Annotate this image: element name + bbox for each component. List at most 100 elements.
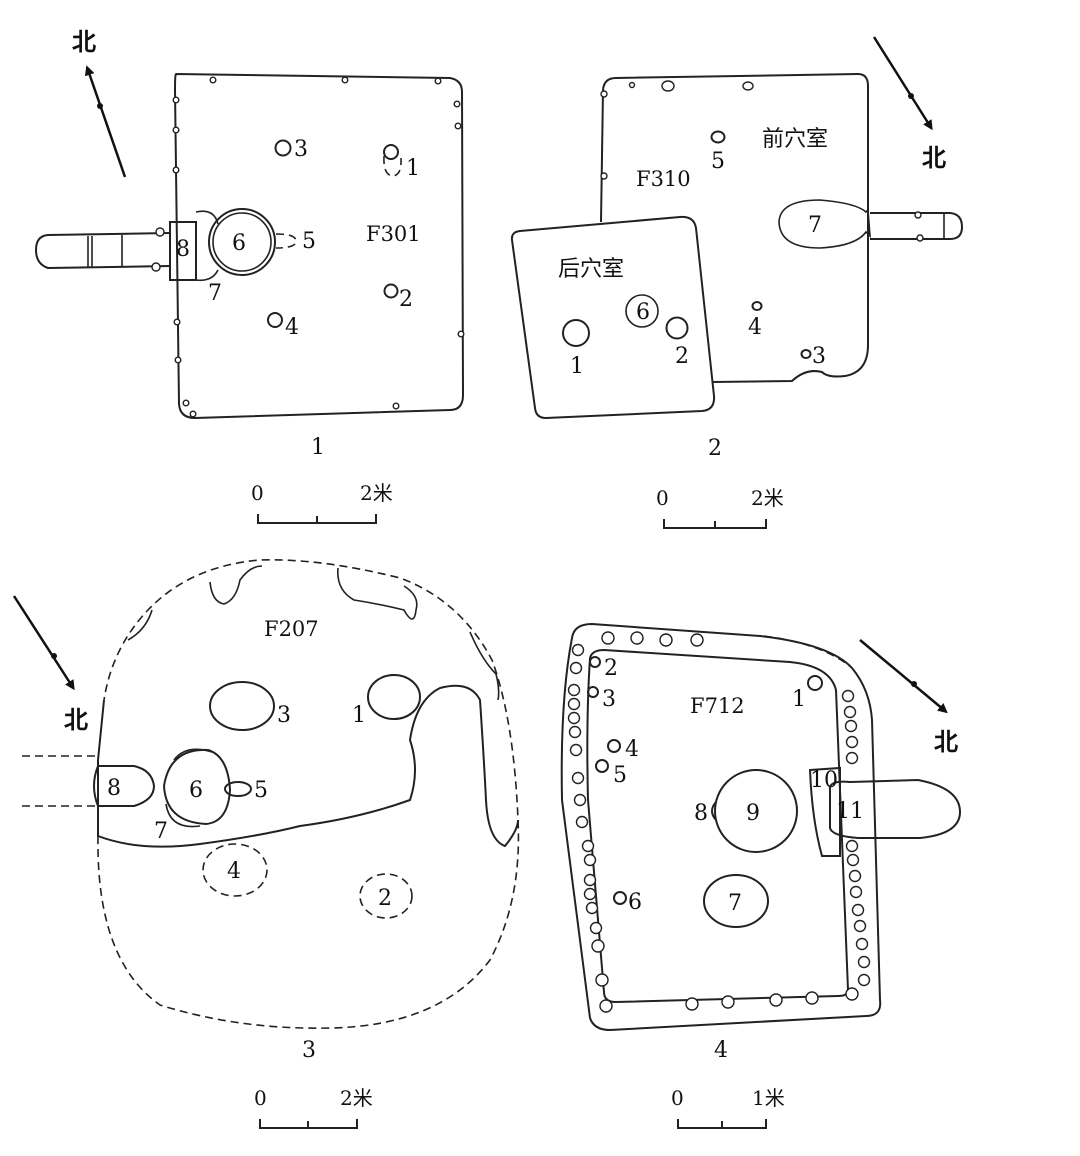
panel-1-f301-plan: 北 bbox=[34, 28, 465, 524]
f301-code: F301 bbox=[366, 222, 421, 246]
f301-feature-7: 7 bbox=[208, 281, 222, 306]
scale-3-zero: 0 bbox=[254, 1086, 267, 1110]
scale-4-end: 1米 bbox=[752, 1086, 785, 1110]
f310-feature-7: 7 bbox=[808, 213, 822, 238]
f207-pit-2 bbox=[359, 873, 413, 919]
f310-feature-2: 2 bbox=[675, 344, 689, 369]
f712-feature-9: 9 bbox=[746, 801, 760, 826]
f310-wall-postholes bbox=[600, 80, 754, 180]
panel-2-f310-plan: 北 前穴室 5 F310 7 后穴室 6 4 1 2 3 2 bbox=[510, 36, 964, 529]
f712-feature-3: 3 bbox=[602, 687, 616, 712]
north-label-4: 北 bbox=[934, 728, 958, 756]
scale-2-end: 2米 bbox=[751, 486, 784, 510]
f207-feature-4: 4 bbox=[227, 859, 241, 884]
panel-3-caption: 3 bbox=[302, 1038, 316, 1063]
f207-pit-5 bbox=[224, 781, 252, 797]
f310-code: F310 bbox=[636, 167, 691, 191]
f712-posthole-1 bbox=[807, 675, 823, 691]
f310-pit-1 bbox=[562, 319, 590, 347]
f207-pit-1 bbox=[367, 674, 421, 720]
f207-wall bbox=[97, 684, 519, 848]
scale-2-zero: 0 bbox=[656, 486, 669, 510]
f207-feature-3: 3 bbox=[277, 703, 291, 728]
f712-feature-8: 8 bbox=[694, 801, 708, 826]
f712-posthole-4 bbox=[607, 739, 621, 753]
f712-posthole-5 bbox=[595, 759, 609, 773]
f207-code: F207 bbox=[264, 617, 319, 641]
scale-bar-4: 0 1米 bbox=[671, 1086, 785, 1129]
f712-feature-2: 2 bbox=[604, 656, 618, 681]
f301-feature-2: 2 bbox=[399, 287, 413, 312]
f712-feature-7: 7 bbox=[728, 891, 742, 916]
panel-4-f712-plan: 北 bbox=[560, 622, 962, 1129]
panel-1-caption: 1 bbox=[311, 435, 325, 460]
f712-posthole-6 bbox=[613, 891, 627, 905]
f301-posthole-2 bbox=[383, 283, 399, 299]
f310-pit-3 bbox=[800, 349, 812, 359]
f712-outer-wall bbox=[560, 622, 882, 1032]
f310-rear-chamber-label: 后穴室 bbox=[558, 257, 624, 282]
north-label-3: 北 bbox=[64, 706, 88, 734]
north-arrow-2: 北 bbox=[872, 36, 946, 172]
f301-posthole-3 bbox=[274, 139, 292, 157]
scale-bar-2: 0 2米 bbox=[656, 486, 784, 529]
north-label-1: 北 bbox=[72, 28, 96, 56]
scale-3-end: 2米 bbox=[340, 1086, 373, 1110]
panel-2-caption: 2 bbox=[708, 436, 722, 461]
panel-4-caption: 4 bbox=[714, 1038, 728, 1063]
f301-wall-postholes bbox=[172, 76, 465, 418]
north-arrow-1: 北 bbox=[72, 28, 127, 178]
f310-feature-4: 4 bbox=[748, 315, 762, 340]
f712-code: F712 bbox=[690, 694, 745, 718]
f207-feature-6: 6 bbox=[189, 778, 203, 803]
f301-feature-6: 6 bbox=[232, 231, 246, 256]
f301-feature-4: 4 bbox=[285, 315, 299, 340]
f301-feature-5: 5 bbox=[302, 229, 316, 254]
f310-front-chamber-outline bbox=[602, 72, 869, 383]
f712-entrance-10 bbox=[808, 766, 841, 857]
f207-pit-3 bbox=[209, 681, 275, 731]
f207-pit-8 bbox=[93, 765, 156, 807]
f310-feature-6: 6 bbox=[636, 300, 650, 325]
scale-1-end: 2米 bbox=[360, 481, 393, 505]
f301-posthole-1 bbox=[383, 144, 399, 160]
f310-rear-chamber-outline bbox=[510, 215, 716, 420]
f712-wall-postholes bbox=[567, 631, 871, 1013]
f301-pit-5 bbox=[275, 233, 297, 249]
scale-1-zero: 0 bbox=[251, 481, 264, 505]
f712-hearth-9 bbox=[714, 769, 798, 853]
f301-entrance-ramp bbox=[34, 210, 219, 282]
f207-feature-2: 2 bbox=[378, 886, 392, 911]
north-label-2: 北 bbox=[922, 144, 946, 172]
north-arrow-3: 北 bbox=[12, 595, 88, 734]
f207-hearth-6 bbox=[162, 748, 232, 826]
f712-pit-7 bbox=[703, 874, 769, 928]
f310-feature-1: 1 bbox=[570, 354, 584, 379]
f712-feature-4: 4 bbox=[625, 737, 639, 762]
f310-pit-2 bbox=[665, 316, 689, 340]
f712-feature-5: 5 bbox=[613, 763, 627, 788]
f712-posthole-2 bbox=[589, 656, 601, 668]
f207-pit-4 bbox=[202, 843, 268, 897]
f310-pit-4 bbox=[751, 301, 763, 311]
f310-hearth-6 bbox=[625, 294, 659, 328]
f301-feature-1: 1 bbox=[406, 156, 420, 181]
f301-posthole-4 bbox=[267, 312, 283, 328]
f712-entrance-11 bbox=[828, 778, 962, 839]
f301-hearth-6 bbox=[208, 208, 276, 276]
north-arrow-4: 北 bbox=[859, 639, 958, 756]
f310-hearth-7 bbox=[778, 199, 871, 249]
f301-feature-3: 3 bbox=[294, 137, 308, 162]
f712-posthole-3 bbox=[587, 686, 599, 698]
f207-dashed-outline bbox=[97, 559, 520, 1029]
f712-feature-11: 11 bbox=[836, 799, 864, 824]
f310-pit-5 bbox=[710, 130, 726, 144]
f712-feature-6: 6 bbox=[628, 890, 642, 915]
panel-3-f207-plan: 北 F207 3 1 8 6 5 7 4 2 3 0 2米 bbox=[12, 559, 520, 1129]
f310-front-chamber-label: 前穴室 bbox=[762, 127, 828, 152]
f207-feature-8: 8 bbox=[107, 776, 121, 801]
f712-inner-floor bbox=[586, 648, 850, 1004]
f207-feature-5: 5 bbox=[254, 778, 268, 803]
f310-feature-5: 5 bbox=[711, 149, 725, 174]
scale-bar-1: 0 2米 bbox=[251, 481, 393, 524]
